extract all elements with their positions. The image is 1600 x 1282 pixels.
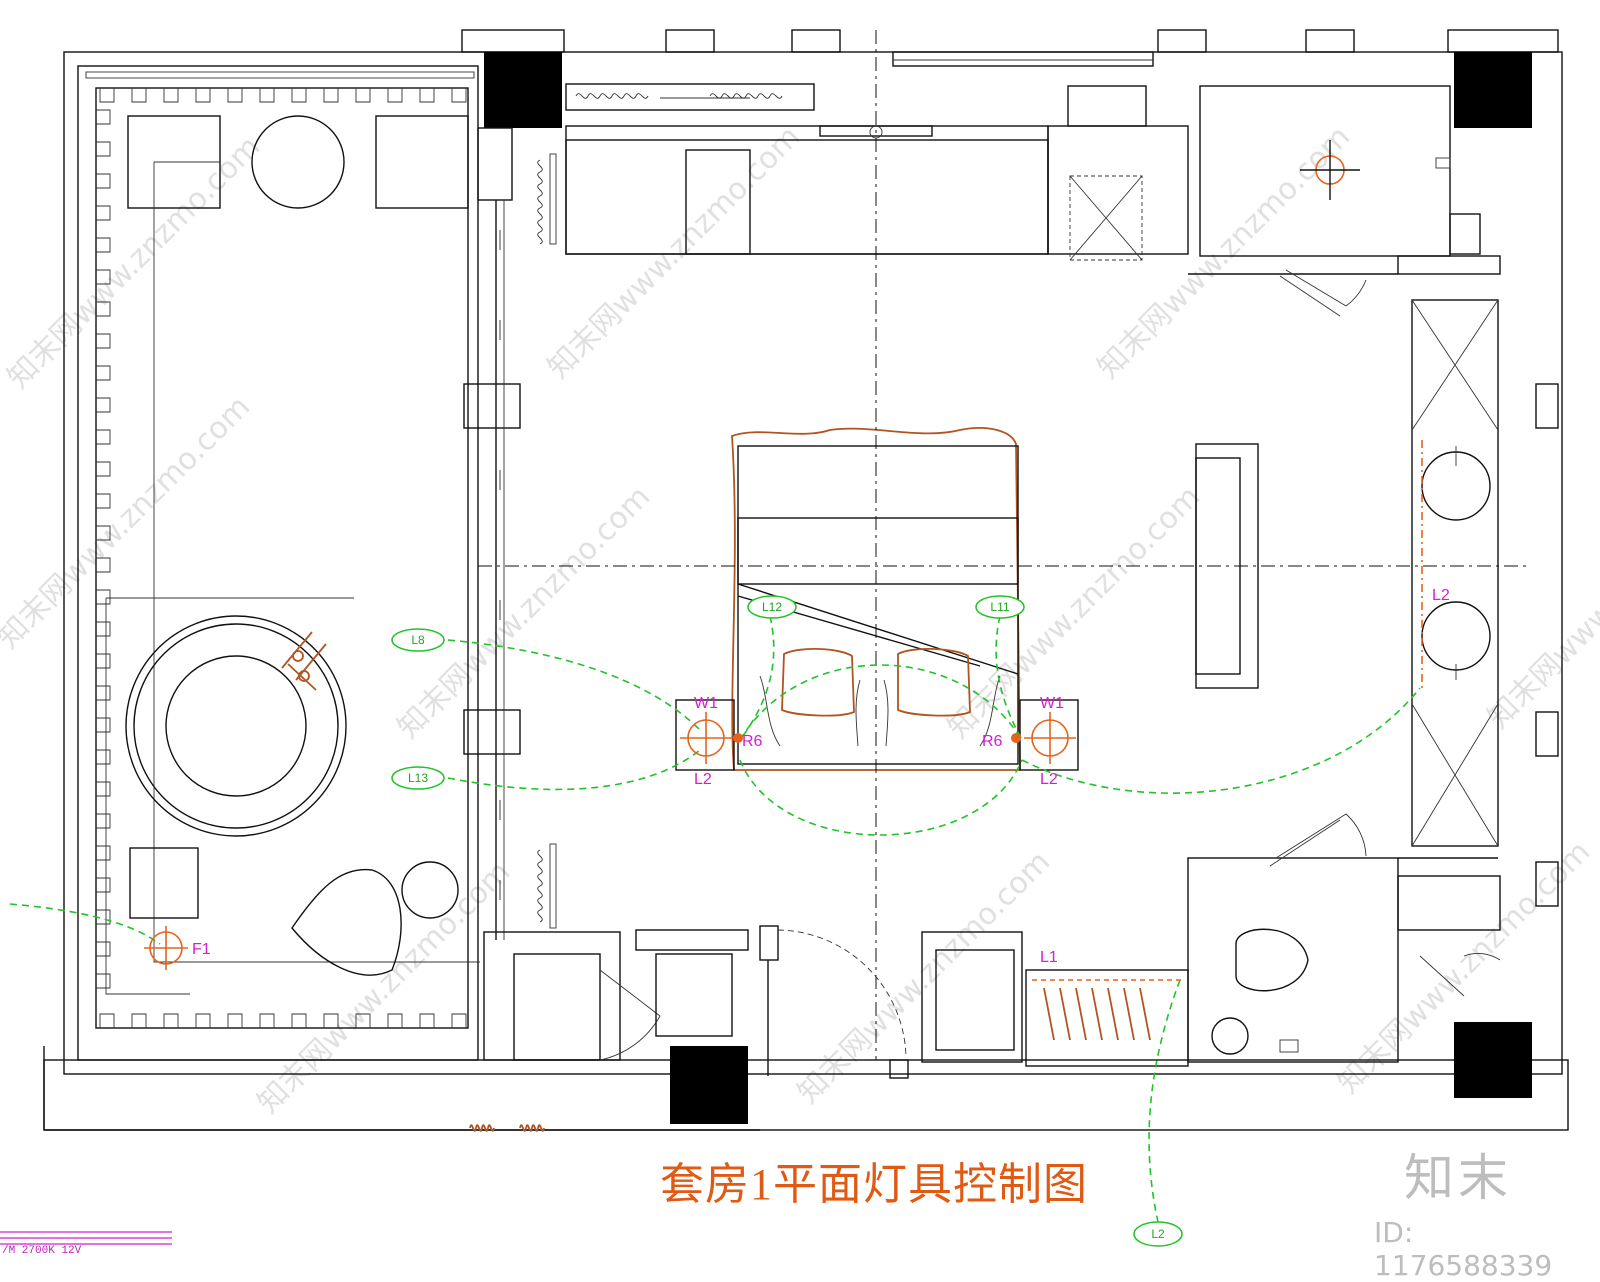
drawing-title: 套房1平面灯具控制图	[660, 1160, 1088, 1209]
reading-light-r6-right	[1011, 733, 1021, 743]
label-w1-right: W1	[1040, 695, 1064, 712]
exterior-walls	[43, 29, 1569, 1131]
bedroom	[478, 30, 1530, 1060]
watermark: 知末网www.znzmo.com	[251, 854, 517, 1120]
entry-area	[469, 925, 1189, 1132]
circuit-tag-l12: L12	[747, 595, 797, 619]
watermark: 知末网www.znzmo.com	[391, 479, 657, 745]
brand-logo: 知末	[1404, 1149, 1512, 1207]
image-id: ID: 1176588339	[1374, 1216, 1553, 1282]
label-f1-lounge: F1	[192, 941, 211, 958]
floor-light-f1	[144, 926, 188, 970]
reading-light-r6-left	[733, 733, 743, 743]
lounge-room	[95, 87, 480, 1029]
legend-note: /M 2700K 12V	[2, 1245, 82, 1257]
wall-light-w1-right	[1024, 712, 1076, 764]
svg-text:L13: L13	[408, 771, 428, 785]
svg-text:L8: L8	[411, 633, 425, 647]
label-w1-left: W1	[694, 695, 718, 712]
label-l2-left: L2	[694, 771, 712, 788]
label-r6-left: R6	[742, 733, 763, 750]
watermark: 知末网www.znzmo.com	[1091, 119, 1357, 385]
label-l2-right: L2	[1040, 771, 1058, 788]
label-l1-closet: L1	[1040, 949, 1058, 966]
partition-wall	[463, 127, 521, 940]
structural-columns	[484, 52, 1532, 1124]
watermark: 知末网www.znzmo.com	[1481, 469, 1600, 735]
circuit-tag-l13: L13	[391, 766, 445, 790]
circuit-tag-l2-bottom: L2	[1133, 1221, 1183, 1247]
watermark: 知末网www.znzmo.com	[541, 119, 807, 385]
circuit-tag-l11: L11	[975, 595, 1025, 619]
label-r6-right: R6	[982, 733, 1003, 750]
circuit-tag-l8: L8	[391, 628, 445, 652]
bathroom	[1187, 85, 1501, 1063]
watermark: 知末网www.znzmo.com	[791, 844, 1057, 1110]
svg-text:L2: L2	[1151, 1227, 1165, 1241]
svg-text:L11: L11	[990, 600, 1009, 614]
legend-lines	[0, 1231, 172, 1245]
lighting-circuits	[9, 440, 1423, 1223]
watermark: 知末网www.znzmo.com	[0, 389, 257, 655]
wall-light-w1-left	[680, 712, 732, 764]
watermark: 知末网www.znzmo.com	[1, 129, 267, 395]
label-l2-vanity: L2	[1432, 587, 1450, 604]
watermark-layer: 知末网www.znzmo.com 知末网www.znzmo.com 知末网www…	[0, 119, 1600, 1120]
light-fixtures	[144, 712, 1076, 970]
svg-text:L12: L12	[762, 600, 782, 614]
